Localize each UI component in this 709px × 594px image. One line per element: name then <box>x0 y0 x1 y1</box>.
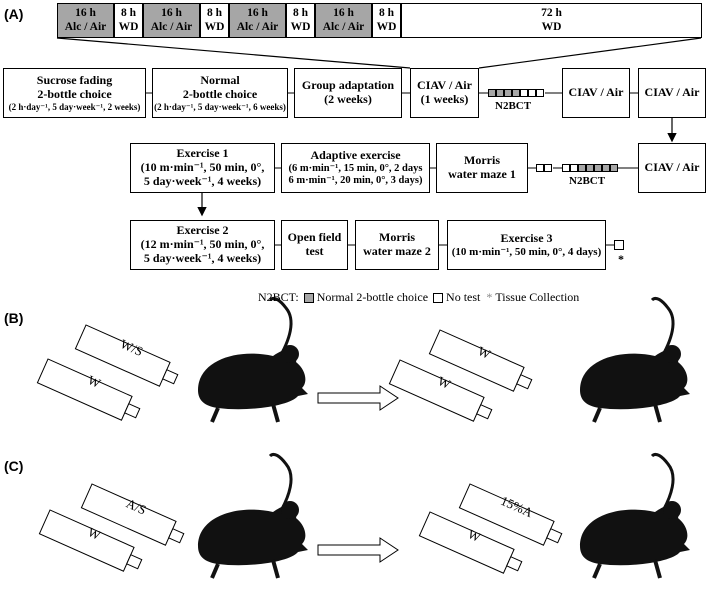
n2bct-cell <box>536 89 544 97</box>
exercise-2-box: Exercise 2 (12 m·min⁻¹, 50 min, 0°, 5 da… <box>130 220 275 270</box>
legend-prefix: N2BCT: <box>258 290 299 304</box>
n2bct-cell <box>570 164 578 172</box>
panel-c-label: (C) <box>4 458 24 474</box>
n2bct-cell <box>488 89 496 97</box>
legend-star-label: Tissue Collection <box>495 290 580 304</box>
n2bct-label: N2BCT <box>495 100 532 112</box>
panel-b-bottle-left-bottom <box>36 358 141 421</box>
panel-c-bottle-right-top <box>458 483 563 546</box>
normal-2bc-box: Normal 2-bottle choice (2 h·day⁻¹, 5 day… <box>152 68 288 118</box>
mouse-icon <box>198 296 308 423</box>
ciav-air-box-3: CIAV / Air <box>638 68 706 118</box>
exercise-1-box: Exercise 1 (10 m·min⁻¹, 50 min, 0°, 5 da… <box>130 143 275 193</box>
n2bct-cell <box>504 89 512 97</box>
n2bct-cell <box>586 164 594 172</box>
panel-c-bottle-right-bottom <box>418 511 523 574</box>
legend-gray-swatch <box>303 292 314 303</box>
sucrose-fading-box: Sucrose fading 2-bottle choice (2 h·day⁻… <box>3 68 146 118</box>
n2bct-cell <box>594 164 602 172</box>
zoom-line-right <box>478 37 702 69</box>
transition-arrow-c <box>317 537 399 563</box>
n2bct-cell <box>536 164 544 172</box>
n2bct-cells-row1 <box>488 89 544 97</box>
n2bct-cells-row2-right <box>562 164 618 172</box>
panel-c-bottle-left-bottom <box>38 509 143 572</box>
morris-water-maze-1-box: Morris water maze 1 <box>436 143 528 193</box>
morris-water-maze-2-box: Morris water maze 2 <box>355 220 439 270</box>
n2bct-cell <box>578 164 586 172</box>
panel-a-label: (A) <box>4 6 24 22</box>
legend: N2BCT: Normal 2-bottle choice No test * … <box>258 290 579 305</box>
tissue-collection-cell <box>614 240 624 250</box>
mouse-icon <box>198 452 308 579</box>
n2bct-cells-row2-left <box>536 164 552 172</box>
ciav-air-box-2: CIAV / Air <box>562 68 630 118</box>
n2bct-cell <box>602 164 610 172</box>
legend-white-swatch <box>433 292 444 303</box>
legend-white-label: No test <box>446 290 481 304</box>
panel-c-bottle-left-top <box>80 483 185 546</box>
n2bct-cell <box>496 89 504 97</box>
open-field-test-box: Open field test <box>281 220 348 270</box>
panel-b-bottle-right-bottom <box>388 359 493 422</box>
ciav-air-1week-box: CIAV / Air (1 weeks) <box>410 68 479 118</box>
legend-star-icon: * <box>486 290 493 304</box>
tissue-collection-star: * <box>618 252 624 266</box>
zoom-line-left <box>56 37 411 69</box>
n2bct-cell <box>528 89 536 97</box>
group-adaptation-box: Group adaptation (2 weeks) <box>294 68 402 118</box>
n2bct-cell <box>544 164 552 172</box>
ciav-air-box-4: CIAV / Air <box>638 143 706 193</box>
transition-arrow-b <box>317 385 399 411</box>
panel-b-bottle-right-top <box>428 329 533 392</box>
panel-b-bottle-left-top <box>74 324 179 387</box>
n2bct-cell <box>562 164 570 172</box>
mouse-icon <box>580 452 690 579</box>
exercise-3-box: Exercise 3 (10 m·min⁻¹, 50 min, 0°, 4 da… <box>447 220 606 270</box>
n2bct-cell <box>520 89 528 97</box>
n2bct-cell <box>512 89 520 97</box>
adaptive-exercise-box: Adaptive exercise (6 m·min⁻¹, 15 min, 0°… <box>281 143 430 193</box>
mouse-icon <box>580 296 690 423</box>
legend-gray-label: Normal 2-bottle choice <box>316 290 429 304</box>
n2bct-cell <box>610 164 618 172</box>
n2bct-label: N2BCT <box>569 175 606 187</box>
panel-b-label: (B) <box>4 310 24 326</box>
